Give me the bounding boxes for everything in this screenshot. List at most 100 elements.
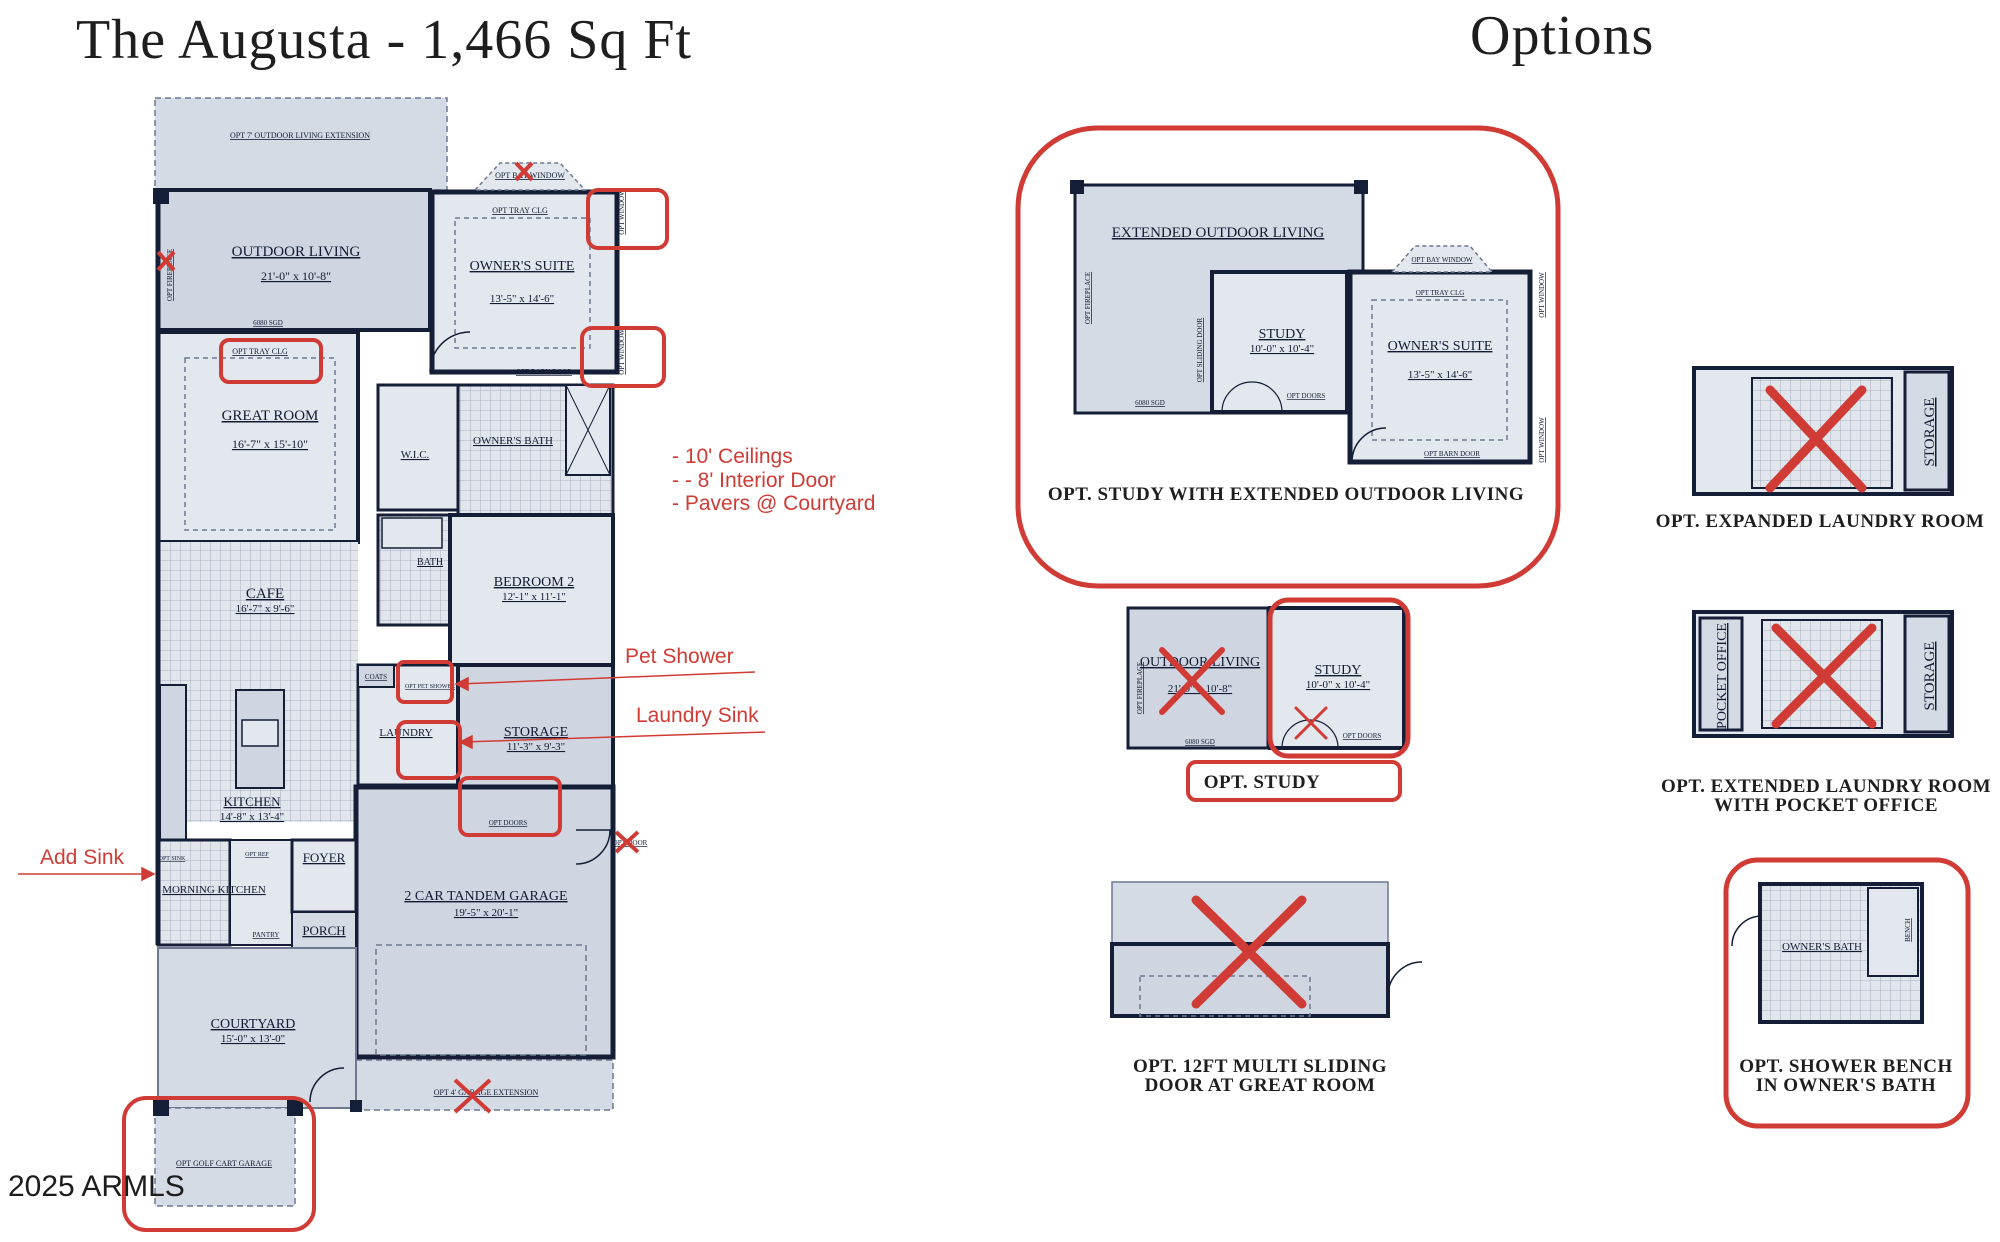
opt-sink-label: OPT SINK bbox=[159, 856, 186, 862]
option-study-extended: EXTENDED OUTDOOR LIVING STUDY 10'-0" x 1… bbox=[1015, 125, 1561, 589]
study-option-caption: OPT. STUDY bbox=[1204, 772, 1321, 793]
courtyard-dim: 15'-0" x 13'-0" bbox=[221, 1033, 285, 1045]
garage-door-outline bbox=[375, 944, 587, 1056]
foyer-room bbox=[290, 838, 358, 914]
highlight-opt-window-top bbox=[586, 188, 669, 250]
pet-shower-arrowhead bbox=[454, 676, 469, 692]
storage-dim: 11'-3" x 9'-3" bbox=[507, 741, 565, 753]
storage-doors-label: OPT DOORS bbox=[489, 819, 528, 827]
outdoor-living-room bbox=[156, 188, 432, 332]
reject-x-expanded-laundry bbox=[1765, 385, 1867, 493]
kitchen-label: KITCHEN bbox=[223, 794, 281, 809]
great-room-label: GREAT ROOM bbox=[222, 408, 319, 424]
barn-door-label: OPT BARN DOOR bbox=[516, 368, 572, 376]
cafe-dim: 16'-7" x 9'-6" bbox=[236, 603, 295, 615]
sliding-door-plan-top bbox=[1111, 881, 1389, 945]
pantry-label: PANTRY bbox=[253, 931, 280, 939]
storage-label: STORAGE bbox=[504, 725, 568, 740]
watermark: 2025 ARMLS bbox=[8, 1170, 185, 1203]
ext-outdoor-label: EXTENDED OUTDOOR LIVING bbox=[1112, 225, 1325, 241]
office-storage-block bbox=[1903, 614, 1951, 734]
bedroom-2-label: BEDROOM 2 bbox=[494, 575, 575, 590]
option-shower-bench: OWNER'S BATH BENCH OPT. SHOWER BENCH IN … bbox=[1723, 857, 1971, 1129]
highlight-study-extended bbox=[1015, 125, 1561, 589]
coats-label: COATS bbox=[365, 673, 387, 681]
note-ceilings: - 10' Ceilings bbox=[672, 445, 793, 468]
study-option-sgd: 6080 SGD bbox=[1185, 738, 1215, 746]
plan-title: The Augusta - 1,466 Sq Ft bbox=[76, 9, 693, 71]
option-laundry-office: POCKET OFFICE STORAGE OPT. EXTENDED LAUN… bbox=[1661, 610, 1991, 816]
study-extended-caption: OPT. STUDY WITH EXTENDED OUTDOOR LIVING bbox=[1048, 484, 1524, 505]
study-option-study-label: STUDY bbox=[1315, 663, 1362, 678]
garage-ext-label: OPT 4' GARAGE EXTENSION bbox=[434, 1088, 539, 1097]
reject-x-study-outdoor bbox=[1159, 647, 1225, 715]
wic-room bbox=[376, 383, 460, 512]
highlight-shower-bench bbox=[1723, 857, 1971, 1129]
garage-dim: 19'-5" x 20'-1" bbox=[454, 907, 518, 919]
opt-window-top-label: OPT WINDOW bbox=[618, 189, 626, 235]
reject-x-bay-window bbox=[514, 161, 534, 182]
golf-cart-label: OPT GOLF CART GARAGE bbox=[176, 1159, 272, 1168]
shower-bench-caption-2: IN OWNER'S BATH bbox=[1756, 1075, 1936, 1096]
coats-closet bbox=[357, 664, 395, 688]
ext-suite-label: OWNER'S SUITE bbox=[1388, 339, 1493, 354]
ext-sgd-label: 6080 SGD bbox=[1135, 399, 1165, 407]
add-sink-arrowhead bbox=[141, 866, 156, 882]
shower-bench-caption-1: OPT. SHOWER BENCH bbox=[1739, 1056, 1952, 1077]
study-option-study-dim: 10'-0" x 10'-4" bbox=[1306, 679, 1370, 691]
study-option-room bbox=[1268, 606, 1406, 750]
pocket-office-label: POCKET OFFICE bbox=[1715, 623, 1730, 729]
option-expanded-laundry: STORAGE OPT. EXPANDED LAUNDRY ROOM bbox=[1656, 366, 1985, 532]
reject-x-opt-door bbox=[614, 830, 640, 854]
island-sink bbox=[241, 719, 279, 747]
extended-bay-window bbox=[1390, 245, 1494, 273]
option-study: OUTDOOR LIVING 21'-0" x 10'-8" STUDY 10'… bbox=[1126, 597, 1411, 802]
courtyard-area bbox=[157, 947, 357, 1109]
note-add-sink: Add Sink bbox=[40, 846, 125, 869]
ext-tray-label: OPT TRAY CLG bbox=[1416, 289, 1465, 297]
morning-kitchen-label: MORNING KITCHEN bbox=[162, 884, 266, 896]
sliding-door-plan-bottom bbox=[1110, 942, 1390, 1018]
ext-fireplace-label: OPT FIREPLACE bbox=[1084, 272, 1092, 324]
expanded-storage-block bbox=[1903, 370, 1951, 492]
owners-suite-tray-label: OPT TRAY CLG bbox=[492, 206, 548, 215]
highlight-pet-shower bbox=[396, 660, 454, 704]
laundry-office-caption-1: OPT. EXTENDED LAUNDRY ROOM bbox=[1661, 776, 1991, 797]
highlight-golf-cart bbox=[122, 1096, 316, 1232]
highlight-laundry-sink bbox=[396, 720, 462, 780]
kitchen-dim: 14'-8" x 13'-4" bbox=[220, 811, 284, 823]
office-storage-label: STORAGE bbox=[1922, 642, 1938, 711]
owners-suite-label: OWNER'S SUITE bbox=[470, 259, 575, 274]
note-laundry-sink: Laundry Sink bbox=[636, 704, 759, 727]
highlight-opt-doors bbox=[458, 776, 562, 837]
laundry-sink-arrowhead bbox=[458, 734, 473, 750]
extended-suite-room bbox=[1347, 269, 1533, 465]
kitchen-counter bbox=[159, 684, 187, 846]
options-title: Options bbox=[1470, 5, 1655, 67]
expanded-laundry-caption: OPT. EXPANDED LAUNDRY ROOM bbox=[1656, 511, 1985, 532]
tray-ceiling-outline bbox=[454, 217, 591, 349]
main-floor-plan: OPT 7' OUTDOOR LIVING EXTENSION OPT BAY … bbox=[18, 97, 875, 1232]
ext-study-label: STUDY bbox=[1259, 327, 1306, 342]
storage-room bbox=[456, 663, 615, 789]
reject-x-study-doors bbox=[1294, 706, 1328, 740]
owners-suite-dim: 13'-5" x 14'-6" bbox=[490, 293, 554, 305]
ext-suite-dim: 13'-5" x 14'-6" bbox=[1408, 369, 1472, 381]
ext-window-top-label: OPT WINDOW bbox=[1538, 272, 1546, 318]
study-option-doors: OPT DOORS bbox=[1343, 732, 1382, 740]
highlight-tray-ceiling bbox=[219, 338, 323, 384]
garage-room bbox=[353, 784, 616, 1060]
bathtub bbox=[381, 517, 443, 549]
expanded-storage-label: STORAGE bbox=[1922, 398, 1938, 467]
note-interior-door: - - 8' Interior Door bbox=[672, 469, 836, 492]
highlight-opt-window-mid bbox=[580, 326, 666, 388]
outdoor-living-dim: 21'-0" x 10'-8" bbox=[261, 269, 331, 283]
tray-ceiling-outline bbox=[184, 357, 336, 531]
ext-study-dim: 10'-0" x 10'-4" bbox=[1250, 343, 1314, 355]
pantry-room bbox=[229, 839, 293, 946]
sliding-door-caption-2: DOOR AT GREAT ROOM bbox=[1145, 1075, 1376, 1096]
ext-doors-label: OPT DOORS bbox=[1287, 392, 1326, 400]
bench-bath-label: OWNER'S BATH bbox=[1782, 941, 1862, 953]
ext-barn-label: OPT BARN DOOR bbox=[1424, 450, 1480, 458]
bath-label: BATH bbox=[417, 557, 443, 568]
